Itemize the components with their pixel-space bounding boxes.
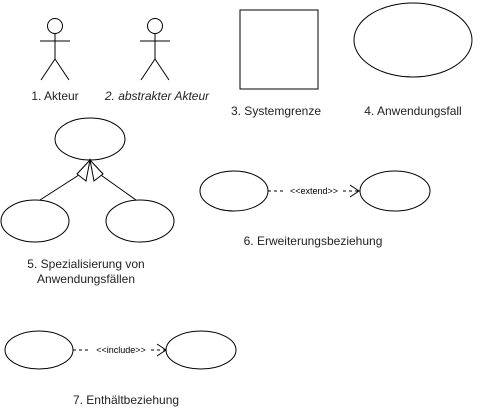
generalization-arrowhead-left (76, 158, 91, 182)
generalization-arrowhead-right (89, 158, 104, 182)
child-use-case-left-ellipse (0, 199, 70, 243)
actor-figure (40, 18, 70, 81)
child-use-case-right-ellipse (105, 199, 175, 243)
specialization-label-line2: Anwendungsfällen (37, 272, 135, 286)
include-arrowhead (156, 343, 167, 357)
abstract-actor-label: 2. abstrakter Akteur (104, 89, 210, 103)
extend-target-ellipse (359, 170, 431, 212)
include-relation-group: <<include>> (4, 330, 237, 370)
extend-relation-group: <<extend>> (199, 170, 431, 212)
generalization-line-right (97, 172, 137, 201)
include-relation-label: 7. Enthältbeziehung (73, 393, 179, 407)
extend-relation-label: 6. Erweiterungsbeziehung (244, 234, 383, 248)
parent-use-case-ellipse (54, 117, 126, 161)
include-stereotype-label: <<include>> (96, 345, 146, 355)
generalization-line-left (39, 172, 83, 201)
extend-stereotype-label: <<extend>> (290, 186, 338, 196)
abstract-actor-figure (140, 18, 170, 81)
system-boundary-box (239, 9, 319, 90)
specialization-label-line1: 5. Spezialisierung von (27, 257, 144, 271)
specialization-group (0, 117, 175, 243)
include-target-ellipse (165, 330, 237, 370)
include-source-ellipse (4, 330, 74, 370)
extend-arrowhead (349, 184, 360, 198)
system-boundary-label: 3. Systemgrenze (231, 104, 321, 118)
use-case-label: 4. Anwendungsfall (364, 104, 461, 118)
use-case-ellipse (353, 2, 473, 78)
extend-source-ellipse (199, 170, 269, 212)
actor-label: 1. Akteur (31, 89, 78, 103)
